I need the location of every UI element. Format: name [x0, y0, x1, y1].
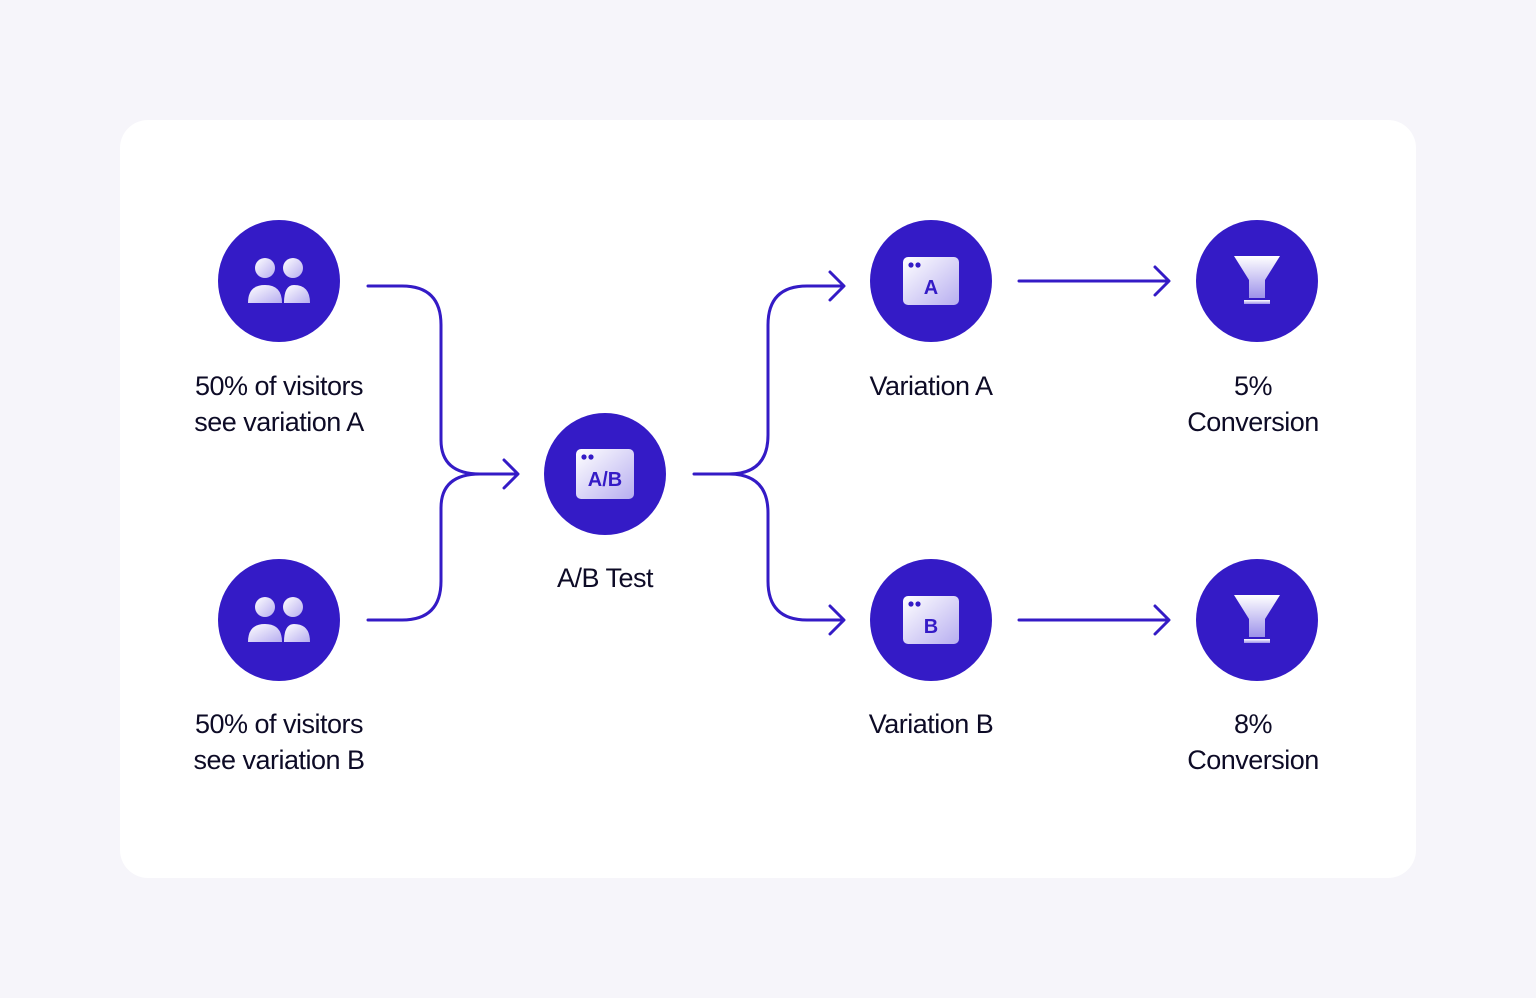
conversion-a-node — [1196, 220, 1318, 342]
variation-b-icon-text: B — [924, 616, 938, 638]
variation-b-node: B — [870, 559, 992, 681]
arrowhead-variation-a — [828, 270, 846, 302]
ab-test-node: A/B — [544, 413, 666, 535]
ab-icon-text: A/B — [588, 469, 622, 491]
audience-a-node — [218, 220, 340, 342]
variation-a-node: A — [870, 220, 992, 342]
audience-b-label: 50% of visitors see variation B — [193, 709, 365, 775]
conversion-b-node — [1196, 559, 1318, 681]
conversion-b-label: 8% Conversion — [1187, 709, 1319, 775]
connector-audience-b — [366, 472, 482, 622]
ab-test-label: A/B Test — [556, 563, 654, 593]
variation-a-icon-text: A — [924, 277, 938, 299]
conversion-a-label: 5% Conversion — [1187, 371, 1319, 437]
variation-a-label: Variation A — [869, 371, 993, 401]
arrowhead-variation-b — [828, 604, 846, 636]
browser-window-icon: B — [903, 596, 959, 644]
users-icon — [248, 258, 310, 303]
audience-a-label: 50% of visitors see variation A — [194, 371, 364, 437]
users-icon — [248, 597, 310, 642]
variation-b-label: Variation B — [868, 709, 994, 739]
arrowhead-ab-test — [502, 458, 520, 490]
connector-to-variation-a — [692, 284, 845, 476]
browser-window-icon: A — [903, 257, 959, 305]
funnel-icon — [1234, 256, 1280, 304]
arrowhead-conversion-b — [1153, 604, 1171, 636]
ab-window-icon: A/B — [576, 449, 634, 499]
connector-to-variation-b — [727, 472, 845, 622]
arrowhead-conversion-a — [1153, 265, 1171, 297]
funnel-icon — [1234, 595, 1280, 643]
connector-audience-a — [366, 284, 518, 476]
audience-b-node — [218, 559, 340, 681]
